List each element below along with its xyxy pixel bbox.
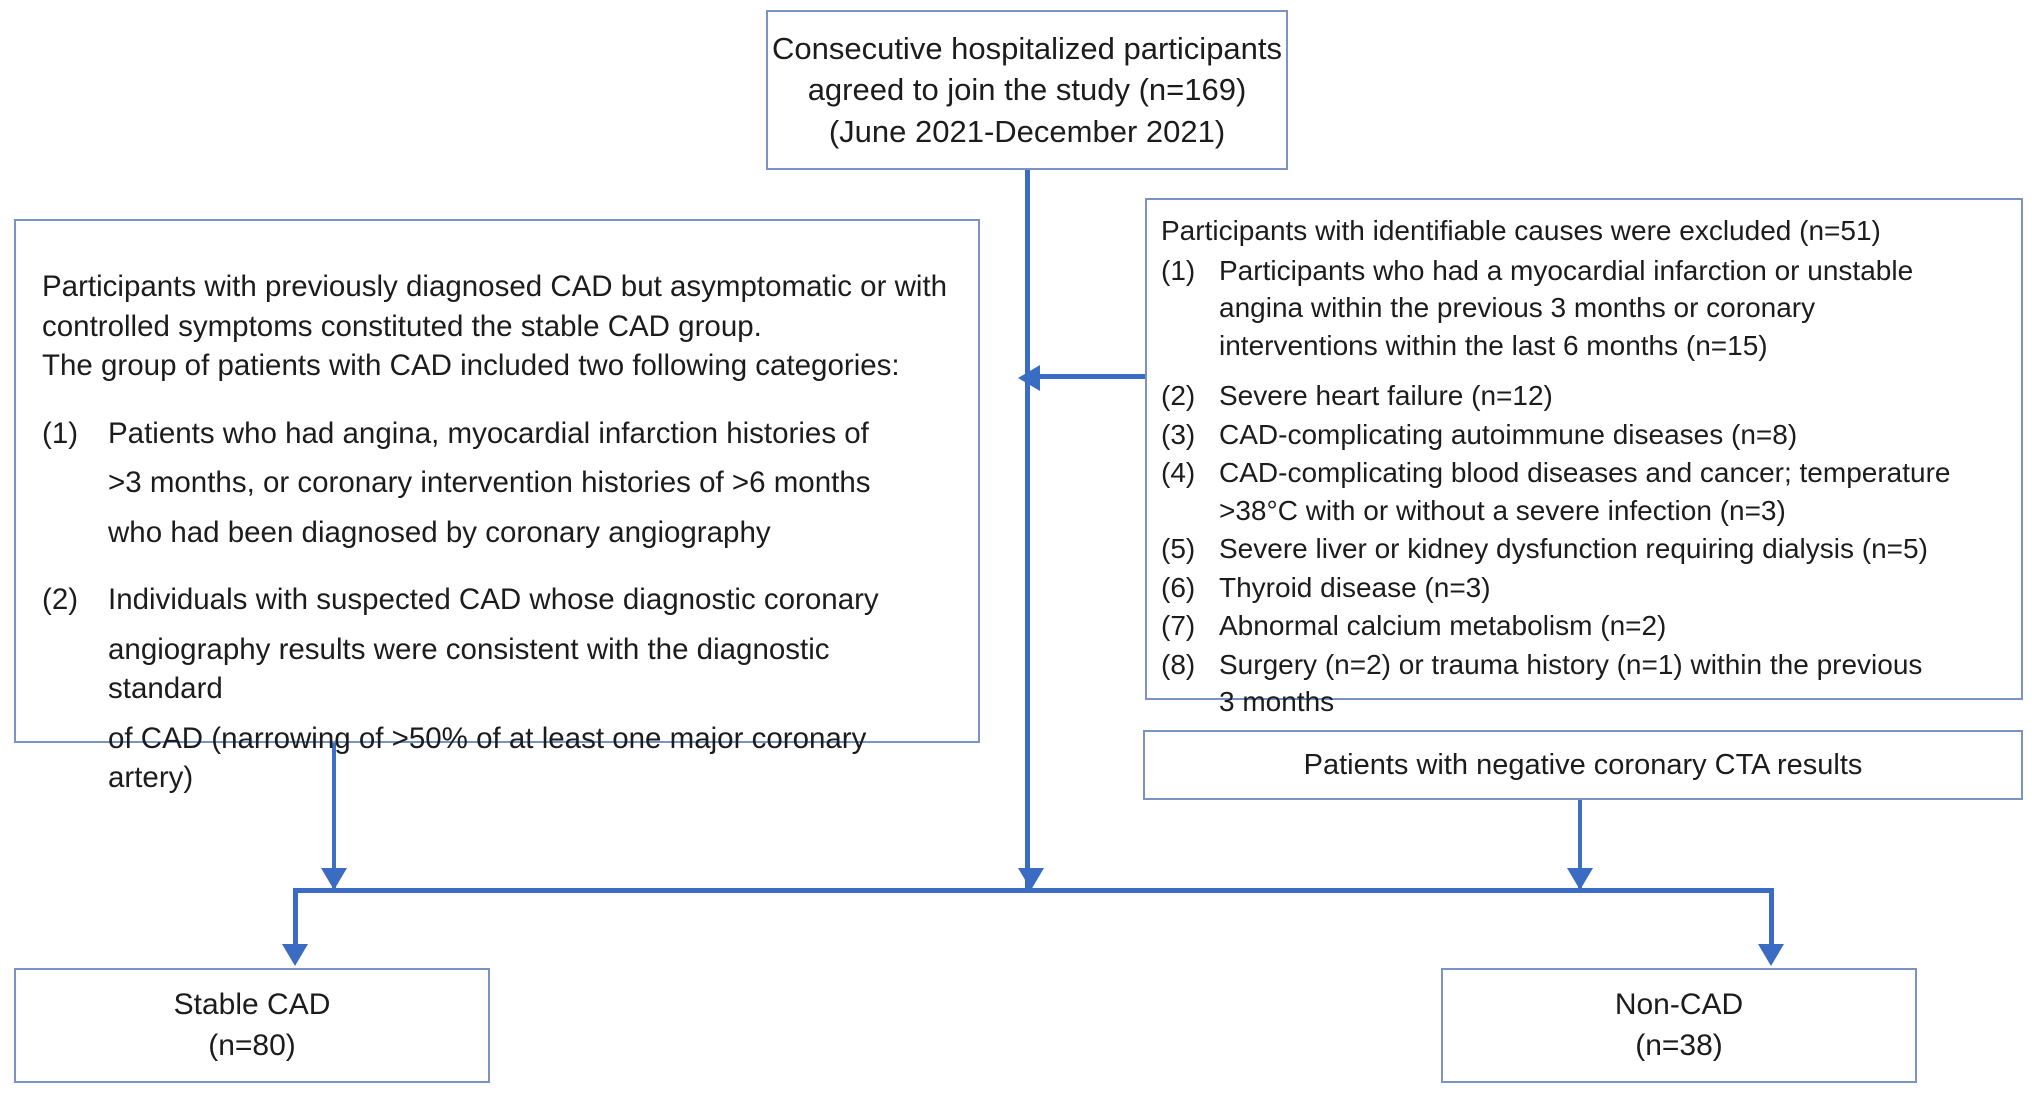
- exclusion-item-6: (6) Thyroid disease (n=3): [1161, 569, 2009, 607]
- exclusion-item-7-line-1: Abnormal calcium metabolism (n=2): [1219, 610, 1667, 642]
- inclusion-item-2: (2) Individuals with suspected CAD whose…: [42, 580, 950, 798]
- inclusion-intro-3: The group of patients with CAD included …: [42, 349, 900, 383]
- inclusion-item-2-line-3: of CAD (narrowing of >50% of at least on…: [108, 721, 867, 795]
- exclusion-item-2-text: Severe heart failure (n=12): [1219, 377, 2009, 415]
- exclusion-item-8-text: Surgery (n=2) or trauma history (n=1) wi…: [1219, 646, 2009, 721]
- inclusion-item-2-number: (2): [42, 583, 79, 617]
- exclusion-item-6-line-1: Thyroid disease (n=3): [1219, 571, 1491, 603]
- exclusion-heading: Participants with identifiable causes we…: [1161, 215, 1881, 246]
- exclusion-item-2-line-1: Severe heart failure (n=12): [1219, 380, 1553, 412]
- exclusion-item-7: (7) Abnormal calcium metabolism (n=2): [1161, 607, 2009, 645]
- inclusion-item-1: (1) Patients who had angina, myocardial …: [42, 414, 950, 553]
- outcome-stable-count: (n=80): [208, 1028, 296, 1062]
- exclusion-item-1-number: (1): [1161, 254, 1196, 286]
- connector-exclusion-to-trunk: [1030, 374, 1148, 379]
- arrowhead-exclusion-to-trunk: [1018, 365, 1040, 391]
- inclusion-item-1-text: Patients who had angina, myocardial infa…: [108, 414, 950, 553]
- node-outcome-stable-cad: Stable CAD (n=80): [14, 968, 490, 1083]
- exclusion-item-6-number: (6): [1161, 571, 1196, 603]
- exclusion-item-4-line-1: CAD-complicating blood diseases and canc…: [1219, 457, 1951, 489]
- exclusion-item-6-text: Thyroid disease (n=3): [1219, 569, 2009, 607]
- outcome-noncad-label: Non-CAD: [1614, 988, 1744, 1022]
- inclusion-item-2-text: Individuals with suspected CAD whose dia…: [108, 580, 950, 798]
- exclusion-item-8-line-1: Surgery (n=2) or trauma history (n=1) wi…: [1219, 648, 1923, 680]
- negative-cta-label: Patients with negative coronary CTA resu…: [1303, 748, 1863, 781]
- exclusion-item-3: (3) CAD-complicating autoimmune diseases…: [1161, 416, 2009, 454]
- arrowhead-bus-to-noncad: [1758, 944, 1784, 966]
- exclusion-item-4-text: CAD-complicating blood diseases and canc…: [1219, 454, 2009, 529]
- inclusion-item-2-line-2: angiography results were consistent with…: [108, 632, 830, 706]
- inclusion-spacer-1: [42, 386, 950, 414]
- exclusion-item-1-text: Participants who had a myocardial infarc…: [1219, 252, 2009, 365]
- arrowhead-top-trunk: [1018, 868, 1044, 890]
- exclusion-item-4: (4) CAD-complicating blood diseases and …: [1161, 454, 2009, 529]
- exclusion-item-7-number: (7): [1161, 610, 1196, 642]
- exclusion-item-5-number: (5): [1161, 533, 1196, 565]
- arrowhead-bus-to-stable: [282, 944, 308, 966]
- connector-cta-to-bus: [1578, 800, 1582, 888]
- exclusion-item-4-line-2: >38°C with or without a severe infection…: [1219, 494, 1786, 526]
- exclusion-item-1-line-2: angina within the previous 3 months or c…: [1219, 292, 1816, 324]
- inclusion-intro-2: controlled symptoms constituted the stab…: [42, 309, 762, 343]
- exclusion-item-8-number: (8): [1161, 648, 1196, 680]
- outcome-noncad-count: (n=38): [1635, 1028, 1723, 1062]
- exclusion-item-1-line-3: interventions within the last 6 months (…: [1219, 329, 1768, 361]
- connector-bus-to-noncad: [1769, 888, 1774, 946]
- connector-distribution-bus: [293, 888, 1774, 893]
- arrowhead-inclusion-to-bus: [321, 868, 347, 890]
- exclusion-item-7-text: Abnormal calcium metabolism (n=2): [1219, 607, 2009, 645]
- inclusion-item-1-line-2: >3 months, or coronary intervention hist…: [108, 466, 871, 500]
- inclusion-item-1-line-1: Patients who had angina, myocardial infa…: [108, 416, 869, 450]
- exclusion-item-5: (5) Severe liver or kidney dysfunction r…: [1161, 530, 2009, 568]
- outcome-stable-label: Stable CAD: [173, 988, 331, 1022]
- inclusion-item-1-number: (1): [42, 416, 79, 450]
- node-exclusion-criteria: Participants with identifiable causes we…: [1145, 198, 2023, 717]
- exclusion-item-3-number: (3): [1161, 418, 1196, 450]
- node-inclusion-criteria: Participants with previously diagnosed C…: [14, 219, 980, 794]
- inclusion-intro-1: Participants with previously diagnosed C…: [42, 270, 948, 303]
- exclusion-item-2: (2) Severe heart failure (n=12): [1161, 377, 2009, 415]
- node-enrollment: Consecutive hospitalized participants ag…: [766, 10, 1288, 170]
- exclusion-item-2-number: (2): [1161, 380, 1196, 412]
- inclusion-spacer-2: [42, 552, 950, 580]
- exclusion-item-5-text: Severe liver or kidney dysfunction requi…: [1219, 530, 2009, 568]
- exclusion-item-1-line-1: Participants who had a myocardial infarc…: [1219, 254, 1914, 286]
- exclusion-item-5-line-1: Severe liver or kidney dysfunction requi…: [1219, 533, 1928, 565]
- connector-inclusion-to-bus: [332, 743, 336, 888]
- inclusion-item-1-line-3: who had been diagnosed by coronary angio…: [108, 515, 771, 549]
- enrollment-line-1: Consecutive hospitalized participants: [771, 30, 1283, 66]
- arrowhead-cta-to-bus: [1567, 868, 1593, 890]
- inclusion-item-2-line-1: Individuals with suspected CAD whose dia…: [108, 583, 879, 617]
- node-outcome-non-cad: Non-CAD (n=38): [1441, 968, 1917, 1083]
- enrollment-line-3: (June 2021-December 2021): [828, 113, 1226, 149]
- exclusion-item-1: (1) Participants who had a myocardial in…: [1161, 252, 2009, 365]
- connector-bus-to-stable: [293, 888, 298, 946]
- exclusion-item-8-line-2: 3 months: [1219, 686, 1335, 718]
- exclusion-item-3-line-1: CAD-complicating autoimmune diseases (n=…: [1219, 418, 1798, 450]
- enrollment-line-2: agreed to join the study (n=169): [807, 72, 1247, 108]
- node-negative-cta: Patients with negative coronary CTA resu…: [1143, 730, 2023, 800]
- exclusion-item-4-number: (4): [1161, 457, 1196, 489]
- exclusion-item-8: (8) Surgery (n=2) or trauma history (n=1…: [1161, 646, 2009, 721]
- connector-top-trunk: [1025, 170, 1030, 888]
- exclusion-spacer-1: [1161, 365, 2009, 377]
- exclusion-item-3-text: CAD-complicating autoimmune diseases (n=…: [1219, 416, 2009, 454]
